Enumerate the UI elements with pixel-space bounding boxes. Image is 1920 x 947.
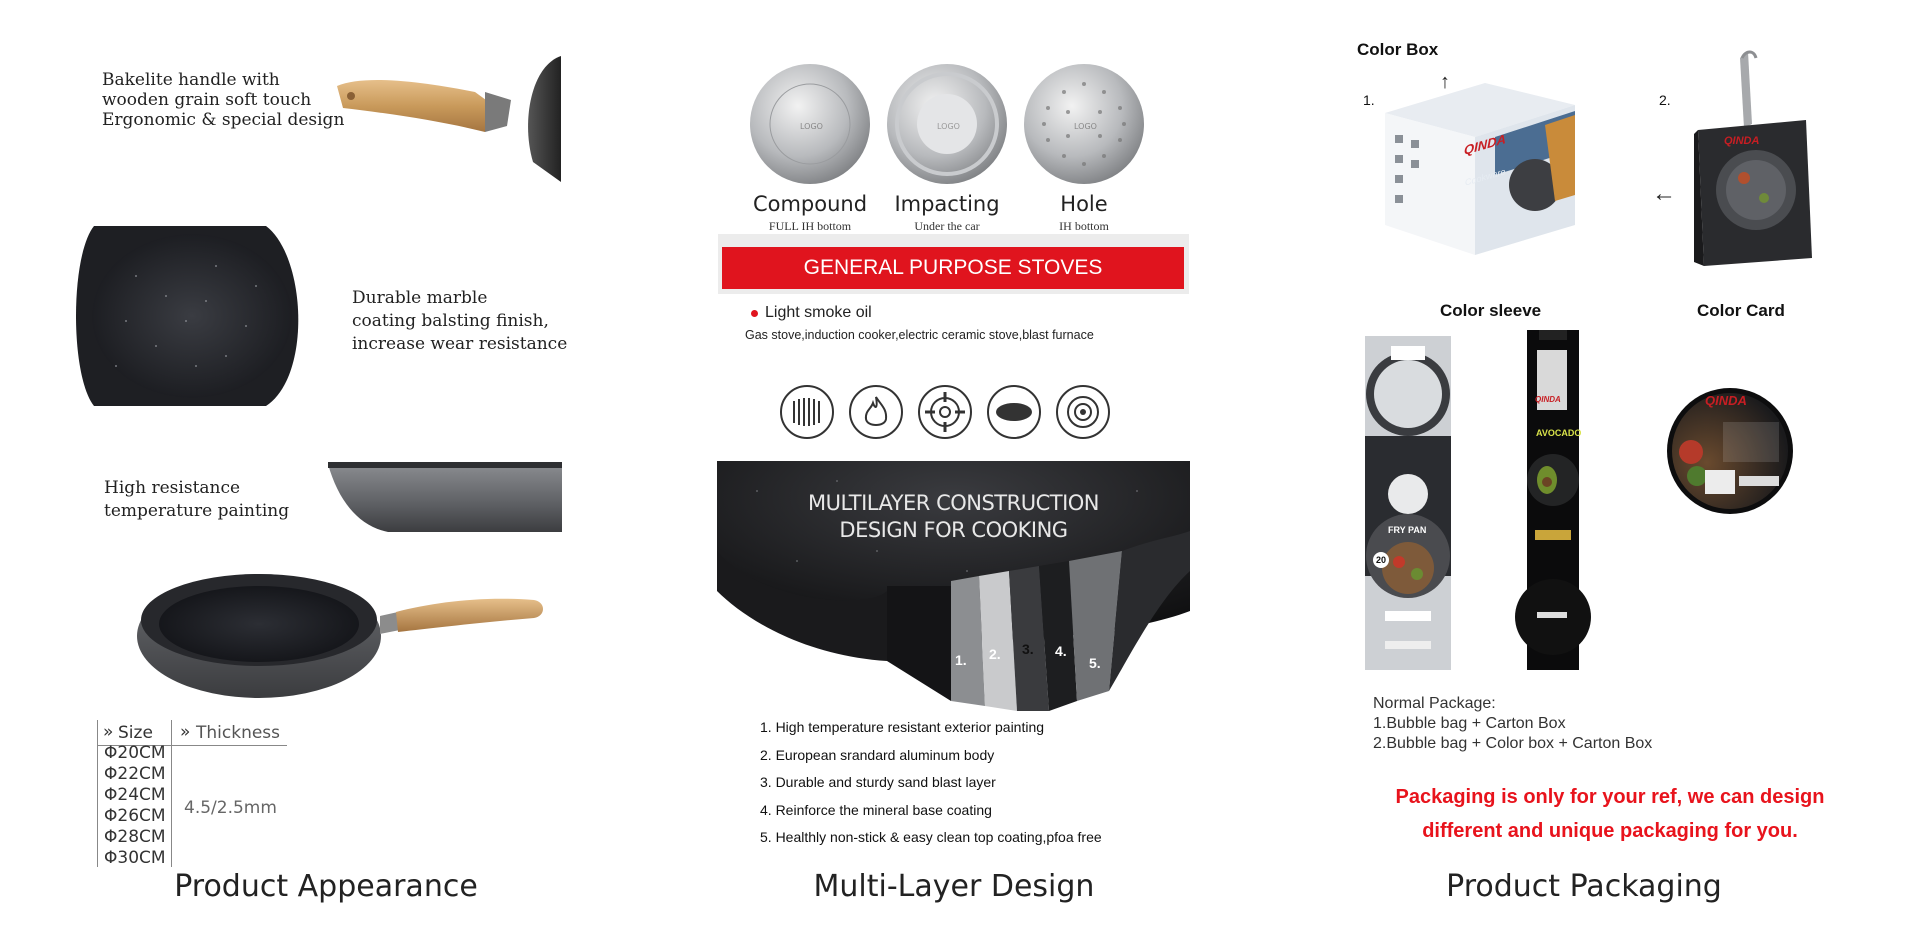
layer-label-1: 1. <box>955 652 967 668</box>
light-smoke-text: Light smoke oil <box>765 304 872 321</box>
stove-types-text: Gas stove,induction cooker,electric cera… <box>745 328 1094 342</box>
gas-burner-icon <box>918 385 972 439</box>
color-box-label: Color Box <box>1357 40 1439 59</box>
sleeve2-brand: QINDA <box>1535 395 1561 404</box>
package-number-1: 1. <box>1363 92 1375 108</box>
thickness-value: 4.5/2.5mm <box>184 798 277 818</box>
card-brand-logo: QINDA <box>1705 393 1747 408</box>
logo-mark-1: LOGO <box>800 122 823 131</box>
arrow-up-icon: ↑ <box>1440 71 1450 93</box>
packaging-notice: Packaging is only for your ref, we can d… <box>1395 786 1825 842</box>
layer-item: 2. European srandard aluminum body <box>760 746 995 763</box>
sleeve-frypan-text: FRY PAN <box>1388 525 1427 535</box>
bottom-name-compound: Compound <box>752 192 868 216</box>
color-sleeve-label: Color sleeve <box>1440 301 1542 320</box>
pan-side-profile-image <box>328 462 562 532</box>
logo-mark-3: LOGO <box>1074 122 1097 131</box>
feature-marble-text: Durable marble coating balsting finish, … <box>352 288 568 354</box>
flame-icon <box>849 385 903 439</box>
layer-label-2: 2. <box>989 646 1001 662</box>
feature-handle-text: Bakelite handle with wooden grain soft t… <box>102 70 345 130</box>
pan-handle-image <box>337 56 561 182</box>
induction-coil-icon <box>780 385 834 439</box>
layer-label-3: 3. <box>1022 641 1034 657</box>
pan-bottoms-image <box>750 64 1144 184</box>
ceramic-plate-icon <box>987 385 1041 439</box>
feature-paint-text: High resistance temperature painting <box>104 478 290 521</box>
layer-label-5: 5. <box>1089 655 1101 671</box>
window-box-image <box>1694 50 1812 266</box>
bottom-name-impacting: Impacting <box>894 192 1000 216</box>
color-card-image <box>1667 388 1793 514</box>
marble-coating-image <box>76 226 299 406</box>
electric-plate-icon <box>1056 385 1110 439</box>
color-card-label: Color Card <box>1697 301 1785 320</box>
multilayer-construction-graphic <box>717 461 1190 711</box>
sleeve-avocado-text: AVOCADO <box>1536 428 1582 438</box>
layer-item: 3. Durable and sturdy sand blast layer <box>760 774 996 790</box>
logo-mark-2: LOGO <box>937 122 960 131</box>
normal-package-text: Normal Package: 1.Bubble bag + Carton Bo… <box>1373 695 1653 752</box>
layer-label-4: 4. <box>1055 643 1067 659</box>
layer-item: 5. Healthly non-stick & easy clean top c… <box>760 829 1102 845</box>
layer-item: 1. High temperature resistant exterior p… <box>760 719 1045 735</box>
size-list: Φ20CM Φ22CM Φ24CM Φ26CM Φ28CM Φ30CM <box>104 743 166 868</box>
sleeve-size-badge: 20 <box>1373 552 1389 568</box>
thickness-header: Thickness <box>196 723 281 743</box>
product-packaging-caption: Product Packaging <box>1446 869 1722 904</box>
product-appearance-caption: Product Appearance <box>174 869 478 904</box>
color-sleeve-image-2 <box>1515 330 1591 670</box>
general-purpose-banner: GENERAL PURPOSE STOVES <box>722 247 1184 289</box>
layer-item: 4. Reinforce the mineral base coating <box>760 801 992 818</box>
color-box-image <box>1385 83 1575 255</box>
layer-description-list: 1. High temperature resistant exterior p… <box>760 714 1102 852</box>
color-sleeve-image-1 <box>1365 336 1451 670</box>
bottom-sub-compound: FULL IH bottom <box>768 219 852 233</box>
size-table: » Size » Thickness Φ20CM Φ22CM Φ24CM Φ26… <box>97 720 287 868</box>
bottom-sub-impacting: Under the car <box>914 219 980 233</box>
construction-title: MULTILAYER CONSTRUCTION DESIGN FOR COOKI… <box>807 491 1100 542</box>
arrow-left-icon: ← <box>1652 180 1676 207</box>
package-number-2: 2. <box>1659 92 1671 108</box>
bottom-name-hole: Hole <box>1060 192 1108 216</box>
size-header: Size <box>118 723 153 743</box>
frying-pan-image <box>137 574 543 698</box>
multilayer-design-caption: Multi-Layer Design <box>813 869 1095 904</box>
window-box-brand: QINDA <box>1724 135 1760 147</box>
bottom-sub-hole: IH bottom <box>1059 219 1109 233</box>
bullet-dot <box>751 310 758 317</box>
